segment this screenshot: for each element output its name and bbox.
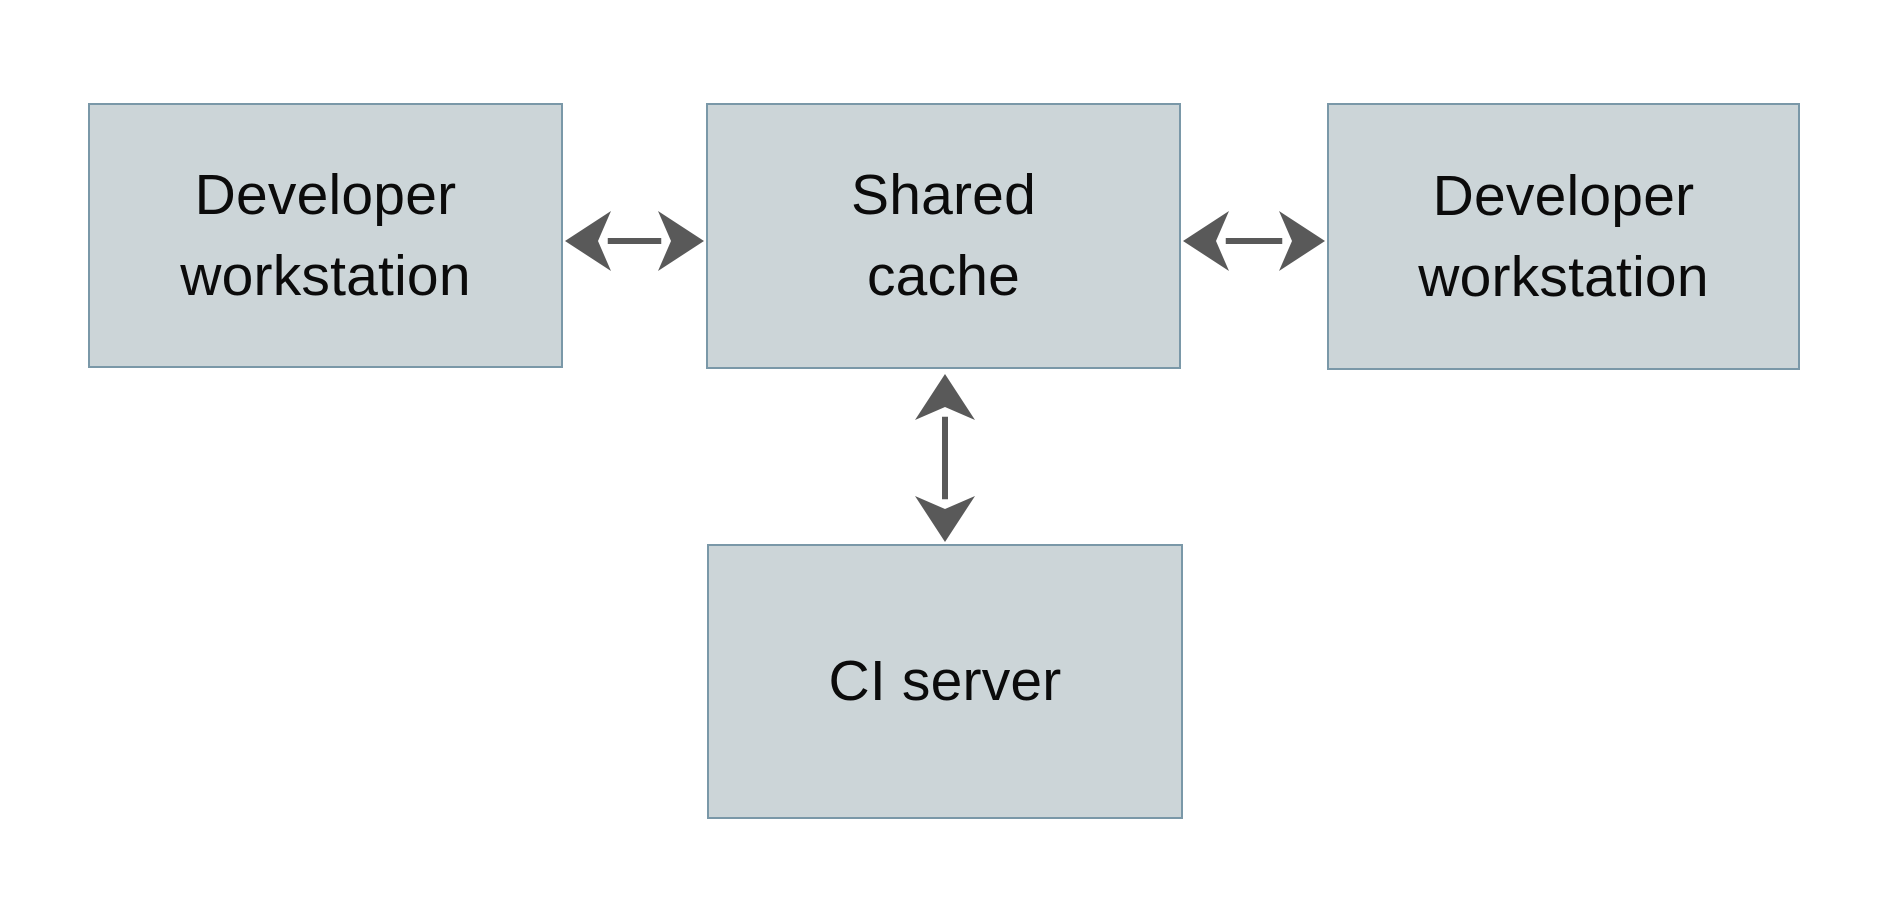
connector-cache-to-ci-server[interactable]	[909, 374, 981, 542]
arrow-shape	[915, 374, 975, 542]
arrow-shape	[1183, 211, 1325, 271]
node-label: Developer workstation	[1418, 163, 1709, 309]
node-developer-workstation-left[interactable]: Developer workstation	[88, 103, 563, 368]
node-shared-cache[interactable]: Shared cache	[706, 103, 1181, 369]
node-label: Shared cache	[850, 163, 1036, 308]
connector-cache-to-right-workstation[interactable]	[1183, 205, 1325, 277]
node-developer-workstation-right[interactable]: Developer workstation	[1327, 103, 1800, 370]
node-label: CI server	[828, 649, 1062, 714]
arrow-shape	[565, 211, 704, 271]
connector-left-workstation-to-cache[interactable]	[565, 205, 704, 277]
node-label: Developer workstation	[180, 162, 471, 308]
node-ci-server[interactable]: CI server	[707, 544, 1183, 819]
